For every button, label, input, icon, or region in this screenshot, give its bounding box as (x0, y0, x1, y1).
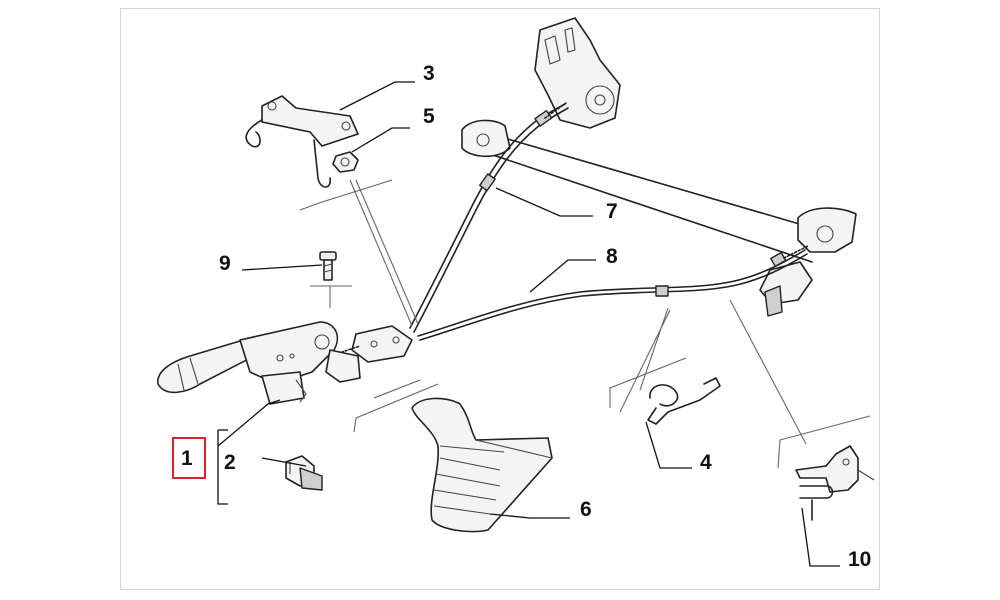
callout-8[interactable]: 8 (606, 245, 618, 268)
callout-6[interactable]: 6 (580, 498, 592, 521)
part-9-bolt (319, 251, 337, 281)
part-6-boot (411, 397, 553, 533)
callout-9[interactable]: 9 (219, 252, 231, 275)
assembly-lines (299, 179, 871, 469)
callout-2[interactable]: 2 (224, 451, 236, 474)
callout-10[interactable]: 10 (848, 548, 872, 571)
callout-1[interactable]: 1 (181, 447, 193, 470)
leader-lines (217, 81, 840, 567)
callout-3[interactable]: 3 (423, 62, 435, 85)
handbrake-lever (157, 321, 361, 405)
callout-5[interactable]: 5 (423, 105, 435, 128)
part-2-switch (285, 455, 323, 491)
callout-4[interactable]: 4 (700, 451, 712, 474)
rear-axle-beam (461, 17, 857, 317)
callout-1-highlight (172, 437, 206, 479)
part-3-bracket (245, 95, 359, 188)
cable-equalizer (329, 325, 413, 363)
cable-7 (409, 102, 569, 333)
cable-8 (417, 245, 809, 341)
callout-7[interactable]: 7 (606, 200, 618, 223)
diagram-frame (120, 8, 880, 590)
part-4-clip (647, 377, 721, 425)
part-10-bracket (795, 445, 875, 521)
part-5-nut (332, 151, 359, 173)
